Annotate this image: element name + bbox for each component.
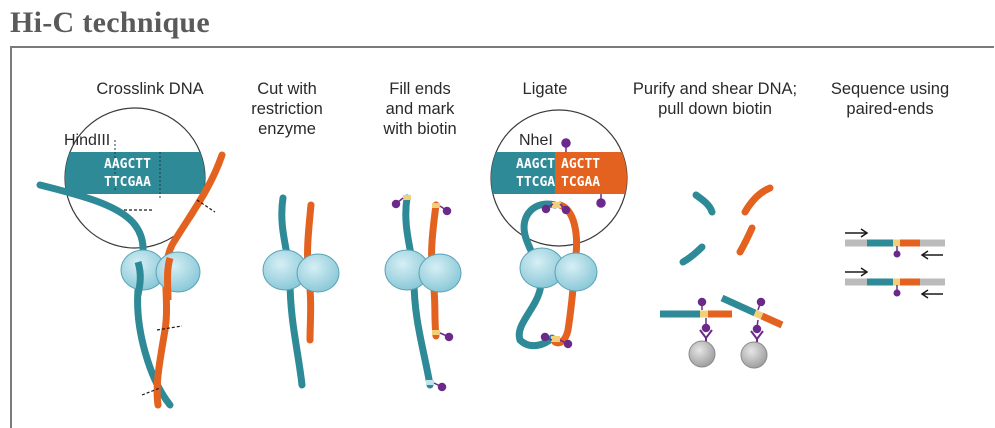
panel-cut xyxy=(263,198,339,385)
sheared-fragment xyxy=(696,195,712,212)
panel-sequence xyxy=(845,229,945,298)
teal-fragment-fill xyxy=(406,198,430,385)
bead-icon xyxy=(741,342,767,368)
nhe-seq-top-right: AGCTT xyxy=(561,157,600,172)
arrow-left-icon xyxy=(922,290,943,298)
nhe-seq-bottom-right: TCGAA xyxy=(561,175,600,190)
panel-fill xyxy=(385,195,461,391)
sheared-fragment xyxy=(745,188,770,212)
sheared-fragment xyxy=(740,228,752,252)
bead-icon xyxy=(689,341,715,367)
sheared-fragment xyxy=(683,247,702,262)
arrow-left-icon xyxy=(922,251,943,259)
teal-fragment-cut xyxy=(282,198,302,385)
nhe-seq-bottom-left: TTCGA xyxy=(516,175,555,190)
panel-purify xyxy=(660,188,782,368)
panel-crosslink: AAGCTT TTCGAA xyxy=(40,108,222,405)
enzyme-label-hind: HindIII xyxy=(64,132,110,149)
protein-complex-icon xyxy=(121,250,200,292)
enzyme-label-nhe: NheI xyxy=(519,132,553,149)
arrow-right-icon xyxy=(845,268,867,276)
arrow-right-icon xyxy=(845,229,867,237)
hind-seq-bottom: TTCGAA xyxy=(104,175,151,190)
nhe-seq-top-left: AAGCT xyxy=(516,157,555,172)
hind-seq-top: AAGCTT xyxy=(104,157,151,172)
panel-ligate: AAGCT AGCTT TTCGA TCGAA xyxy=(491,110,627,348)
